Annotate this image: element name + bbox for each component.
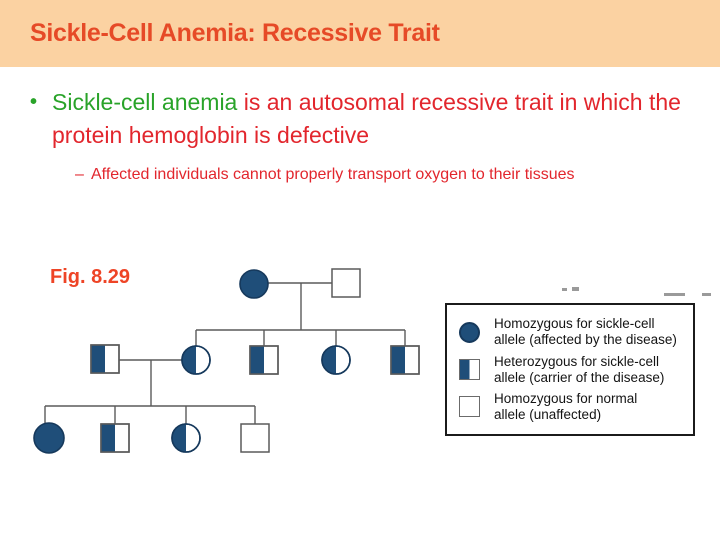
pedigree-circle-carrier bbox=[171, 423, 201, 453]
pedigree-square-carrier bbox=[249, 345, 279, 375]
pedigree-square-carrier bbox=[100, 423, 130, 453]
bullet-text-rest: is an autosomal recessive trait in which… bbox=[52, 89, 681, 148]
cropped-text-artifact bbox=[572, 287, 579, 291]
sub-bullet-text: Affected individuals cannot properly tra… bbox=[91, 166, 575, 183]
bullet-text: Sickle-cell anemia is an autosomal reces… bbox=[52, 86, 708, 152]
title-band: Sickle-Cell Anemia: Recessive Trait bbox=[0, 0, 720, 67]
pedigree-circle-carrier bbox=[321, 345, 351, 375]
legend-line: allele (affected by the disease) bbox=[494, 332, 677, 348]
pedigree-square-carrier bbox=[390, 345, 420, 375]
legend-line: Heterozygous for sickle-cell bbox=[494, 353, 660, 369]
pedigree-circle-affected bbox=[33, 422, 65, 454]
cropped-text-artifact bbox=[702, 293, 711, 296]
pedigree-square-unaffected bbox=[331, 268, 361, 298]
pedigree-connector-lines bbox=[44, 282, 406, 424]
pedigree-square-unaffected bbox=[240, 423, 270, 453]
pedigree-circle-affected bbox=[239, 269, 269, 299]
unaffected-square-icon bbox=[459, 396, 480, 418]
bullet-list: • Sickle-cell anemia is an autosomal rec… bbox=[30, 86, 708, 185]
legend-line: allele (unaffected) bbox=[494, 406, 602, 422]
pedigree-square-carrier bbox=[90, 344, 120, 374]
cropped-text-artifact bbox=[562, 288, 567, 291]
sub-bullet-item: – Affected individuals cannot properly t… bbox=[30, 164, 708, 185]
cropped-text-artifact bbox=[664, 293, 685, 296]
slide-title: Sickle-Cell Anemia: Recessive Trait bbox=[30, 19, 440, 47]
pedigree-svg bbox=[33, 268, 420, 454]
legend-line: Homozygous for sickle-cell bbox=[494, 316, 655, 332]
legend-line: allele (carrier of the disease) bbox=[494, 369, 665, 385]
bullet-text-highlight: Sickle-cell anemia bbox=[52, 89, 238, 115]
legend-line: Homozygous for normal bbox=[494, 390, 638, 406]
bullet-marker: • bbox=[30, 91, 38, 113]
affected-circle-icon bbox=[459, 321, 480, 343]
bullet-item: • Sickle-cell anemia is an autosomal rec… bbox=[30, 86, 708, 152]
carrier-square-icon bbox=[459, 359, 480, 380]
pedigree-circle-carrier bbox=[181, 345, 211, 375]
sub-bullet-marker: – bbox=[75, 166, 84, 183]
figure-label: Fig. 8.29 bbox=[50, 266, 131, 288]
